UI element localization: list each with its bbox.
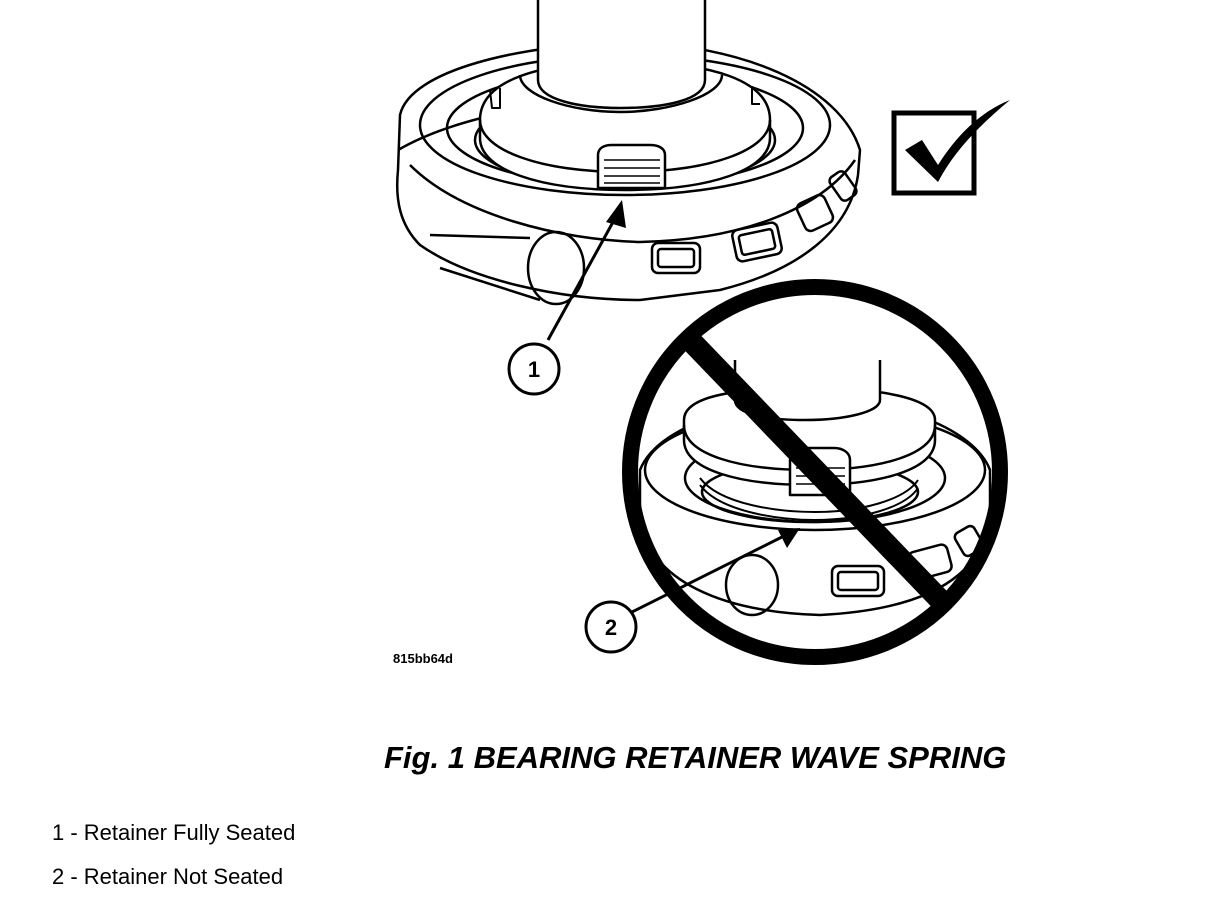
checkmark-in-box-icon [891, 100, 1010, 196]
seated-retainer-assembly [395, 0, 862, 306]
svg-text:1: 1 [528, 357, 540, 382]
callout-1-leader [546, 200, 626, 341]
unseated-retainer-assembly [638, 360, 992, 617]
callout-2-leader [629, 528, 800, 615]
callout-2: 2 [584, 600, 638, 654]
image-code: 815bb64d [393, 651, 453, 666]
figure-title: Fig. 1 BEARING RETAINER WAVE SPRING [384, 740, 1007, 775]
legend-item: 1 - Retainer Fully Seated [52, 820, 296, 845]
bearing-retainer-illustration: 1 2 [395, 0, 1010, 665]
svg-text:2: 2 [605, 615, 617, 640]
prohibition-circle-icon [622, 279, 1008, 665]
callout-1: 1 [507, 342, 561, 396]
legend-item: 2 - Retainer Not Seated [52, 864, 284, 889]
